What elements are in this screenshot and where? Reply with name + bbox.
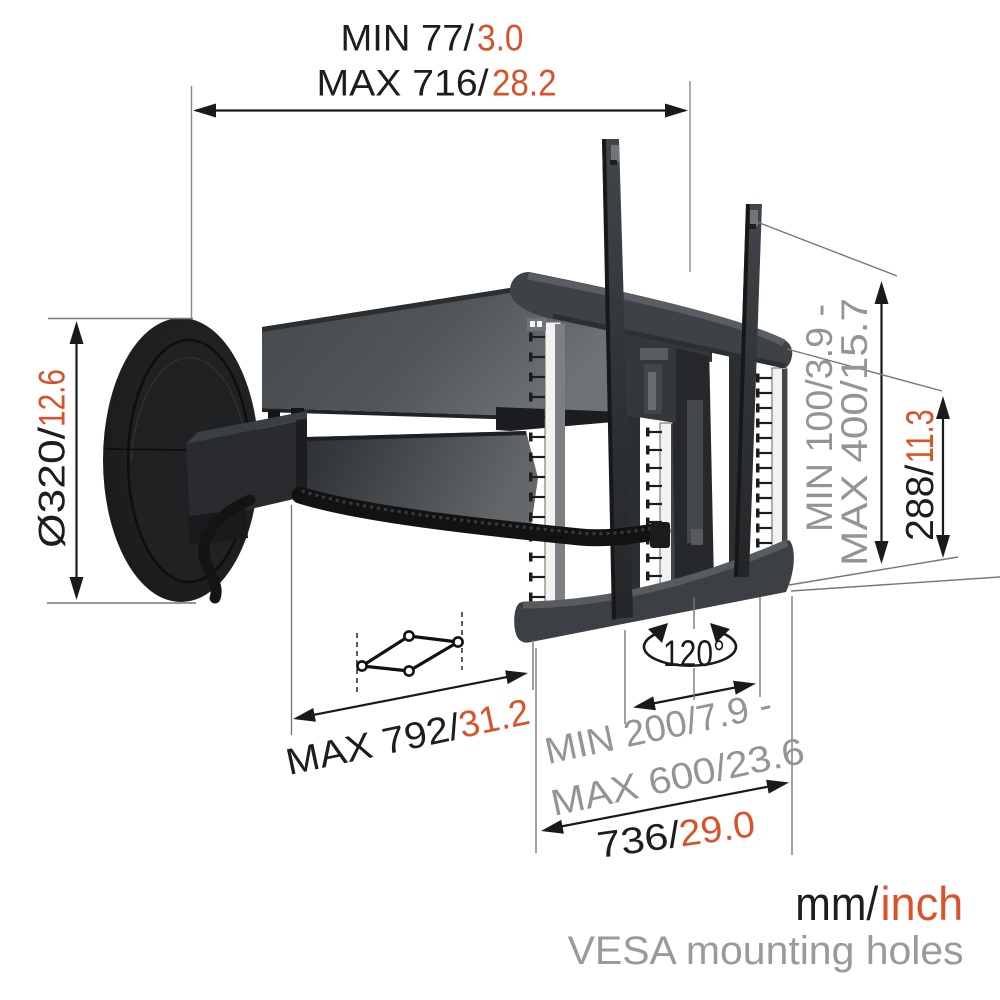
svg-text:120°: 120° — [663, 633, 725, 674]
svg-text:MIN 77/: MIN 77/ — [341, 18, 475, 59]
svg-text:Ø320/: Ø320/ — [32, 426, 73, 548]
svg-text:28.2: 28.2 — [492, 63, 557, 104]
svg-text:VESA mounting holes: VESA mounting holes — [568, 929, 964, 973]
svg-text:inch: inch — [881, 877, 964, 930]
svg-text:11.3: 11.3 — [899, 410, 942, 464]
svg-text:288/: 288/ — [899, 465, 942, 541]
svg-text:MIN 100/3.9 -: MIN 100/3.9 - — [799, 304, 840, 532]
svg-text:3.0: 3.0 — [477, 18, 524, 59]
svg-text:12.6: 12.6 — [32, 369, 73, 427]
svg-text:MAX 716/: MAX 716/ — [317, 63, 490, 104]
svg-text:MAX 400/15.7: MAX 400/15.7 — [834, 298, 875, 566]
svg-text:mm/: mm/ — [795, 877, 879, 930]
